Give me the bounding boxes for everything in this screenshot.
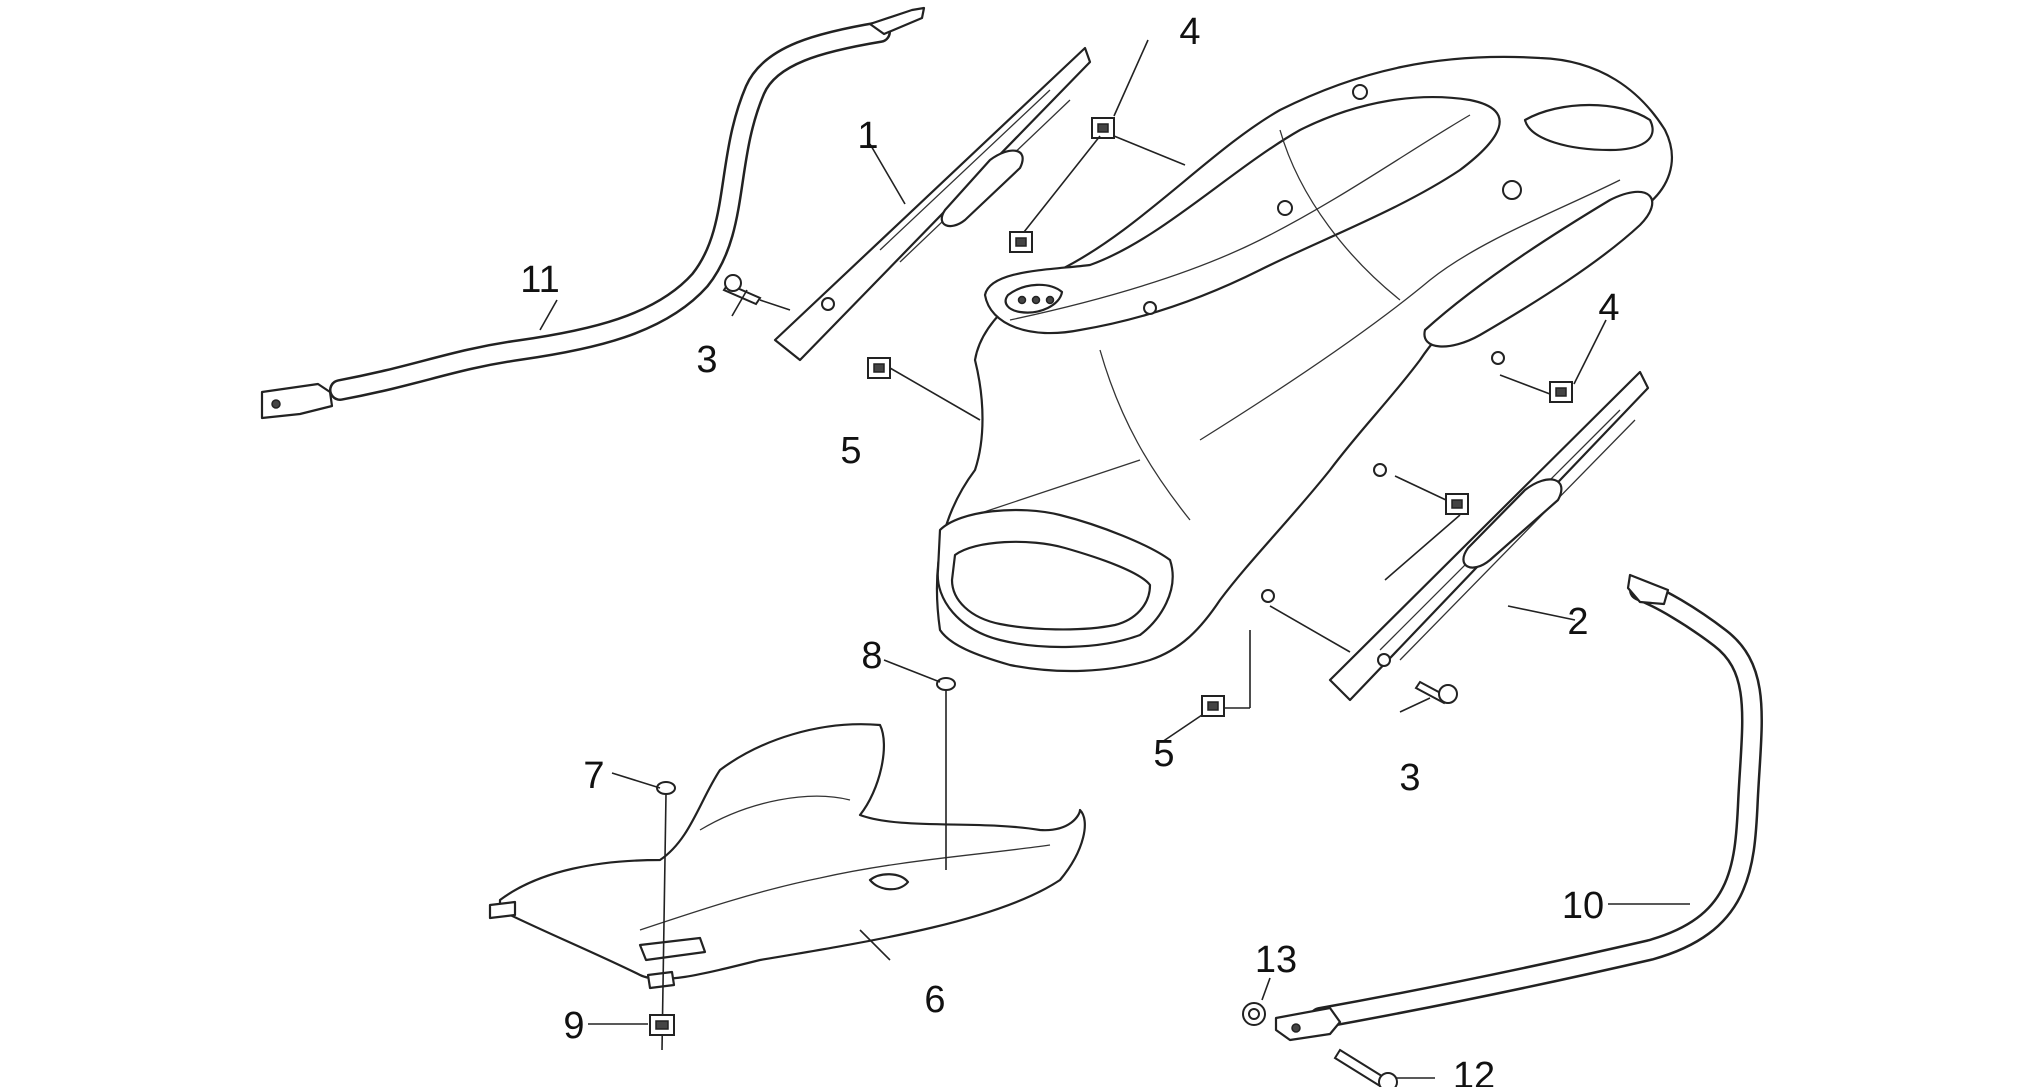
callout-1: 1 [857, 115, 878, 157]
left-grab-rail [260, 6, 926, 420]
leader-lines [539, 39, 1690, 1079]
callout-3-right: 3 [1399, 757, 1420, 799]
callout-3-left: 3 [696, 339, 717, 381]
right-grab-rail [1274, 573, 1763, 1042]
callout-5-right: 5 [1153, 733, 1174, 775]
callout-4-right: 4 [1598, 287, 1619, 329]
callout-11: 11 [520, 259, 559, 301]
callout-5-left: 5 [840, 430, 861, 472]
hardware [649, 117, 1573, 1087]
lower-footboard-cover [488, 723, 1086, 990]
callout-10: 10 [1562, 885, 1604, 927]
rear-fairing-body [935, 55, 1673, 673]
callout-9: 9 [563, 1005, 584, 1047]
callout-2: 2 [1567, 601, 1588, 643]
callout-4-left: 4 [1179, 11, 1200, 53]
callout-labels: 1 2 3 3 4 4 5 5 6 7 8 9 10 11 12 13 [520, 11, 1619, 1087]
callout-13: 13 [1255, 939, 1297, 981]
callout-7: 7 [583, 755, 604, 797]
left-side-panel [773, 46, 1092, 362]
callout-8: 8 [861, 635, 882, 677]
callout-12: 12 [1453, 1055, 1495, 1087]
right-side-panel [1328, 370, 1650, 702]
callout-6: 6 [924, 979, 945, 1021]
